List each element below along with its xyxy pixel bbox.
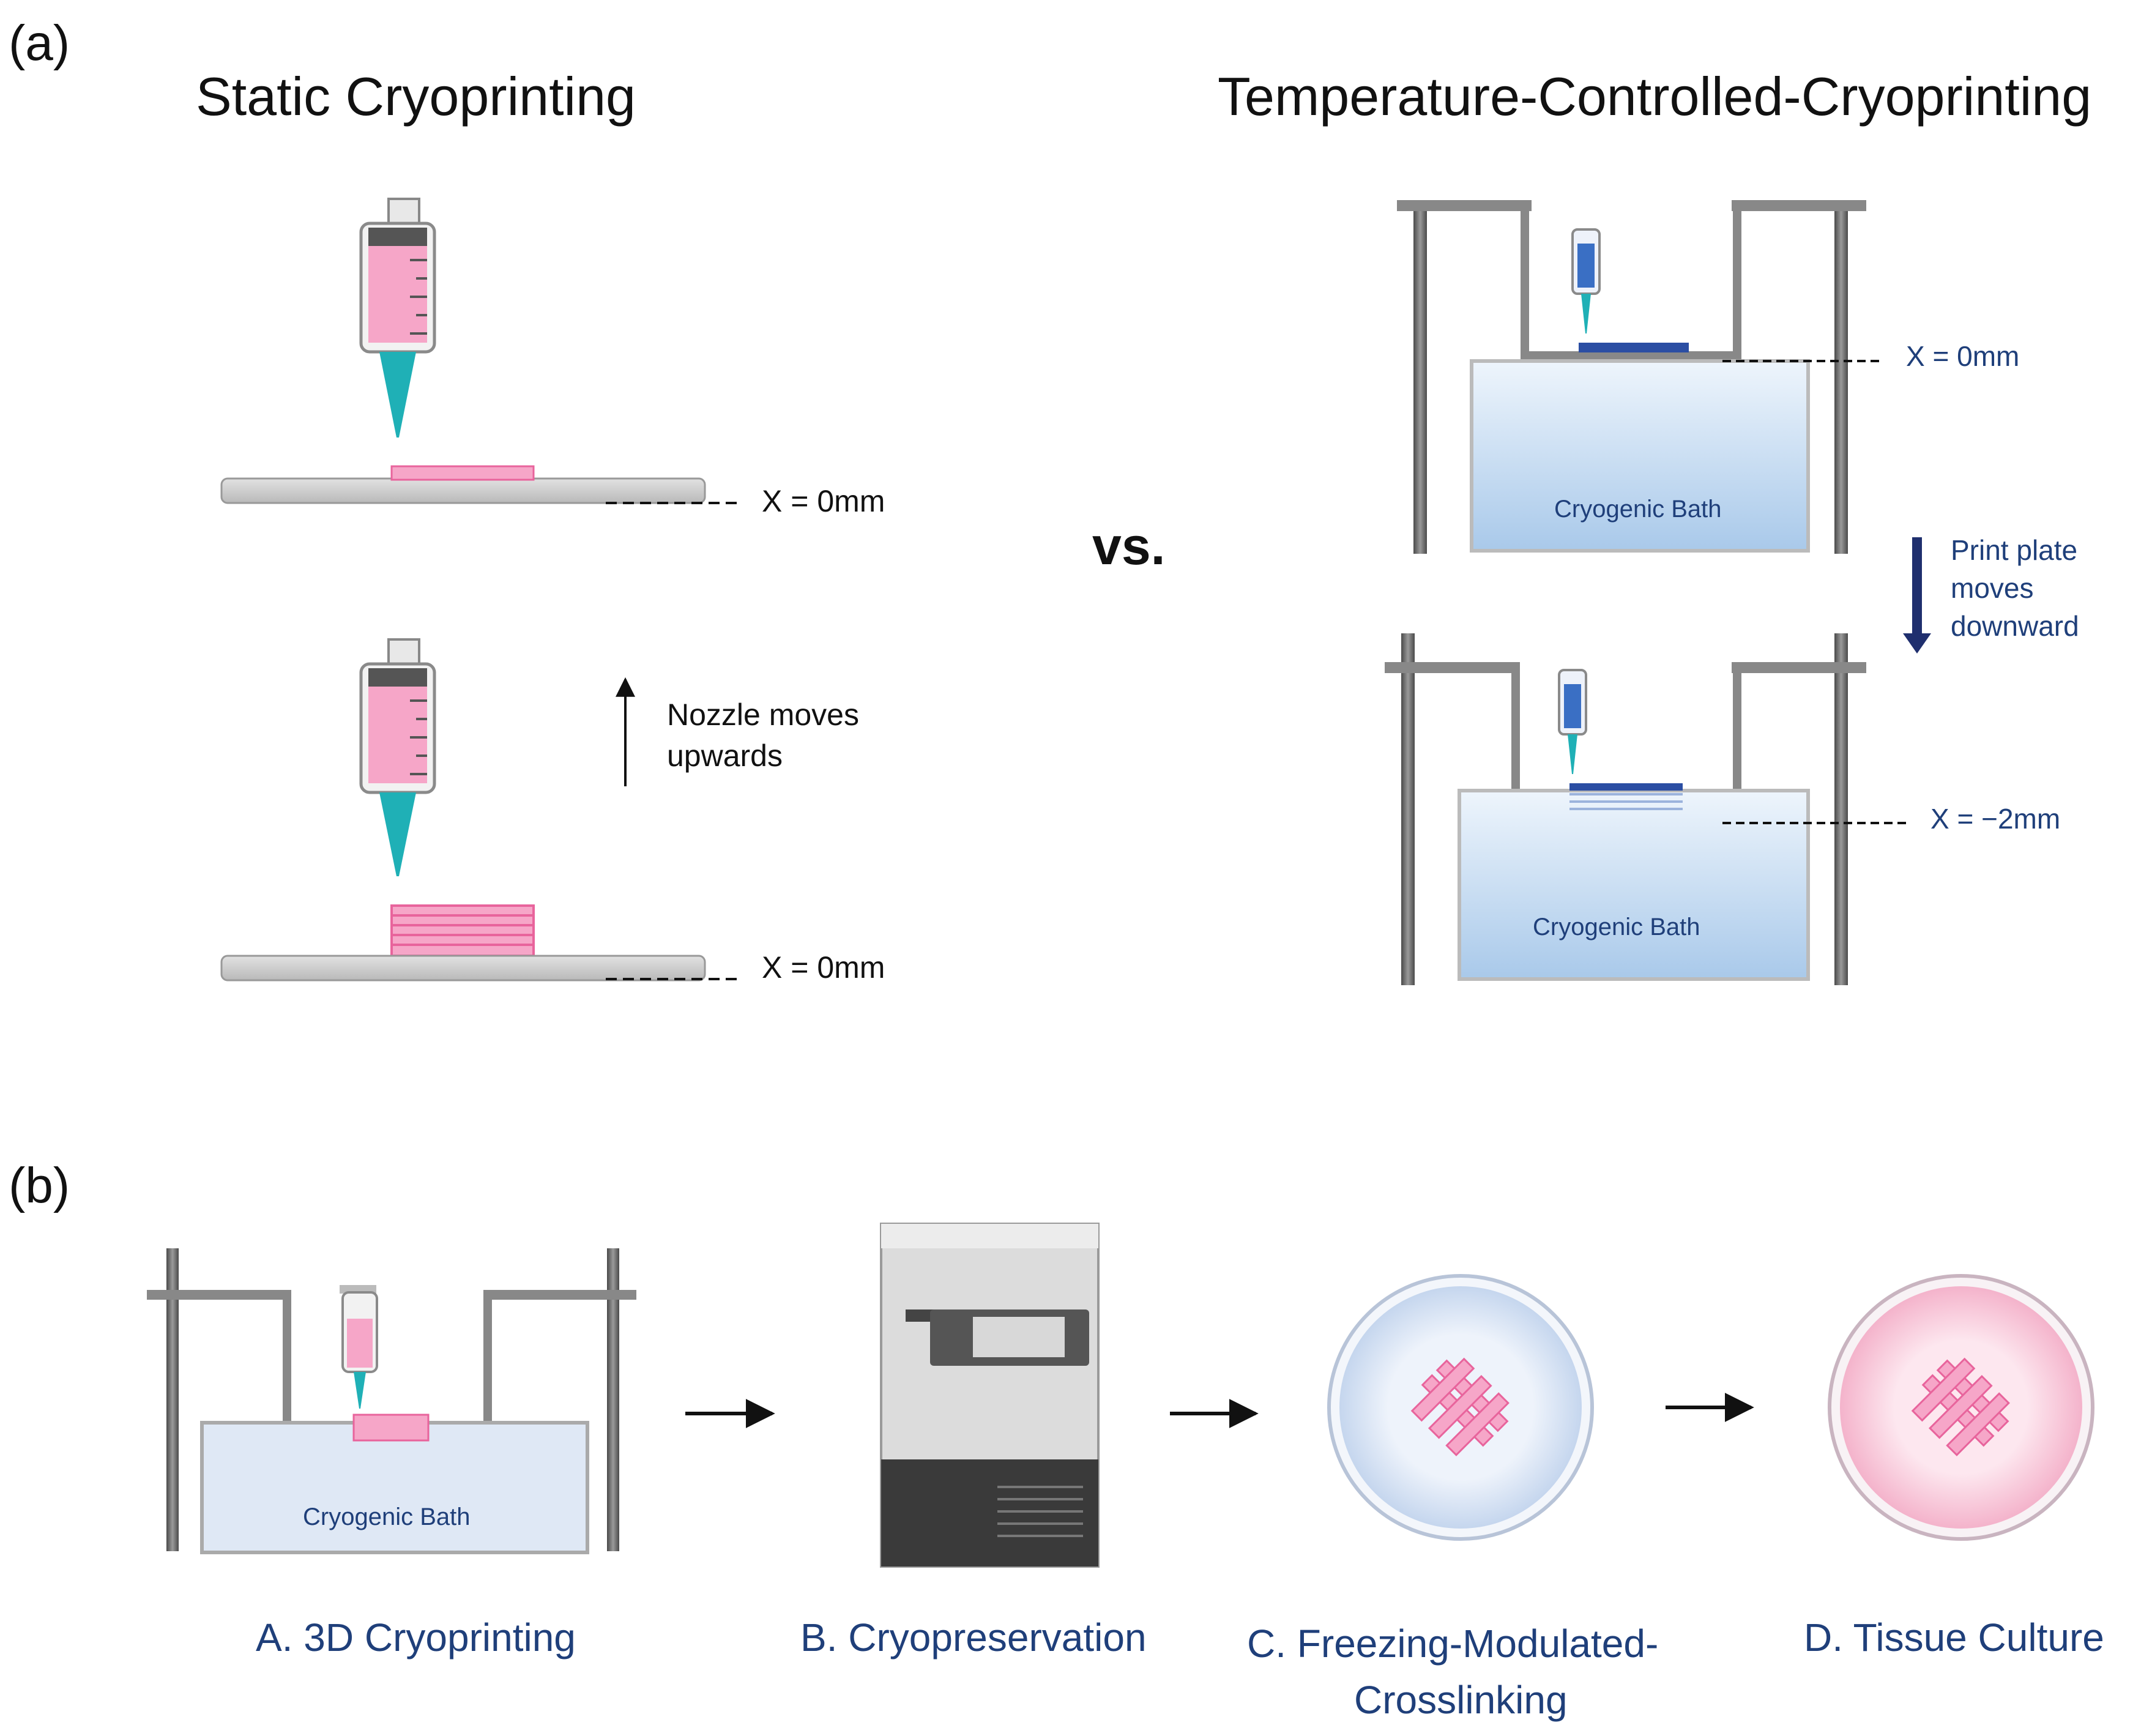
tc-title: Temperature-Controlled-Cryoprinting [1218,66,2091,127]
freezer-icon [880,1223,1100,1568]
printed-stack [390,904,535,957]
syringe-icon [1558,669,1587,774]
print-plate [220,477,706,504]
nozzle-note-line2: upwards [667,739,783,773]
cryo-apparatus-bottom: Cryogenic Bath [1385,633,1866,985]
cryo-apparatus-top: Cryogenic Bath [1397,200,1866,554]
step-a-label: A. 3D Cryoprinting [256,1615,576,1660]
cryoprinting-apparatus: Cryogenic Bath [147,1248,636,1554]
panel-b-label: (b) [9,1158,70,1213]
static-top-level-label: X = 0mm [762,484,885,518]
printed-layer [390,465,535,481]
step-c-label-line1: C. Freezing-Modulated- [1247,1622,1658,1666]
step-c-label-line2: Crosslinking [1354,1678,1568,1722]
static-title: Static Cryoprinting [196,66,636,127]
plate-note-line1: Print plate [1951,534,2077,566]
bath-label-bottom: Cryogenic Bath [1533,914,1700,941]
bath-label-b: Cryogenic Bath [303,1503,470,1530]
step-b-label: B. Cryopreservation [800,1615,1147,1660]
syringe-icon [359,198,436,438]
tc-bottom-level-label: X = −2mm [1930,803,2060,835]
step-d-label: D. Tissue Culture [1804,1615,2104,1660]
print-plate [220,955,706,982]
plate-note-line2: moves [1951,572,2033,604]
panel-a-label: (a) [9,15,70,71]
bath-label-top: Cryogenic Bath [1554,496,1721,523]
culture-dish-icon [1828,1274,2094,1541]
petri-dish-icon [1327,1274,1594,1541]
vs-label: vs. [1092,517,1166,576]
static-bottom-level-label: X = 0mm [762,950,885,985]
syringe-icon [1571,228,1601,333]
syringe-icon [340,1285,378,1409]
syringe-icon [359,638,436,876]
tc-top-level-label: X = 0mm [1906,340,2019,372]
nozzle-note-line1: Nozzle moves [667,698,859,732]
plate-note-line3: downward [1951,610,2079,642]
